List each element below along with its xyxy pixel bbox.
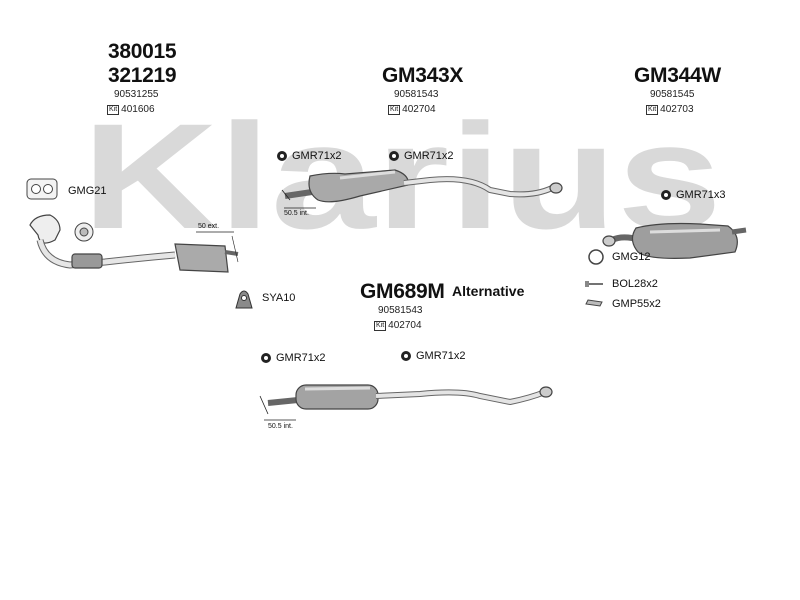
gmp55-label: GMP55x2 (612, 298, 661, 310)
front-kit: Kit 401606 (107, 104, 155, 115)
alternative-silencer (259, 384, 553, 421)
front-code-1: 380015 (108, 40, 177, 63)
bol28-bolt-icon (585, 281, 603, 287)
center-kit: Kit 402704 (388, 104, 436, 115)
sya10-hanger-icon (235, 290, 253, 309)
kit-badge: Kit (646, 104, 659, 115)
gmg12-ring-icon (588, 249, 604, 265)
front-ext-dimension: 50 ext. (198, 223, 220, 230)
alt-kit: Kit 402704 (374, 320, 422, 331)
alt-kit-number: 402704 (388, 320, 422, 331)
gmr-center-2: GMR71x2 (388, 150, 454, 162)
center-oem-number: 90581543 (394, 89, 439, 100)
kit-badge: Kit (107, 104, 120, 115)
gmr-rear-label: GMR71x3 (676, 189, 726, 201)
bol28-label: BOL28x2 (612, 278, 658, 290)
kit-badge: Kit (374, 320, 387, 331)
rear-kit-number: 402703 (660, 104, 694, 115)
clamp-icon (389, 151, 399, 161)
gmr-center-1: GMR71x2 (276, 150, 342, 162)
front-code-2: 321219 (108, 64, 177, 87)
front-oem-number: 90531255 (114, 89, 159, 100)
center-silencer (281, 169, 563, 209)
gmr-alt-2-label: GMR71x2 (416, 350, 466, 362)
gmr-alt-2: GMR71x2 (400, 350, 466, 362)
gmr-center-2-label: GMR71x2 (404, 150, 454, 162)
clamp-icon (261, 353, 271, 363)
alternative-tag: Alternative (452, 283, 525, 299)
rear-oem-number: 90581545 (650, 89, 695, 100)
rear-code: GM344W (634, 64, 721, 87)
alt-int-dimension: 50.5 int. (268, 423, 293, 430)
gmr-rear: GMR71x3 (660, 189, 726, 201)
alt-code: GM689M (360, 280, 445, 303)
gmg21-gasket (26, 178, 58, 200)
clamp-icon (661, 190, 671, 200)
gmr-alt-1: GMR71x2 (260, 352, 326, 364)
gmg12-label: GMG12 (612, 251, 651, 263)
front-clamp (74, 222, 94, 242)
gmg21-label: GMG21 (68, 185, 107, 197)
gmr-center-1-label: GMR71x2 (292, 150, 342, 162)
center-kit-number: 402704 (402, 104, 436, 115)
clamp-icon (401, 351, 411, 361)
center-int-dimension: 50.5 int. (284, 210, 309, 217)
gmr-alt-1-label: GMR71x2 (276, 352, 326, 364)
clamp-icon (277, 151, 287, 161)
sya10-label: SYA10 (262, 292, 296, 304)
front-kit-number: 401606 (121, 104, 155, 115)
rear-kit: Kit 402703 (646, 104, 694, 115)
center-code: GM343X (382, 64, 464, 87)
alt-oem-number: 90581543 (378, 305, 423, 316)
kit-badge: Kit (388, 104, 401, 115)
rear-silencer (602, 222, 747, 259)
gmp55-plate-icon (585, 299, 603, 307)
